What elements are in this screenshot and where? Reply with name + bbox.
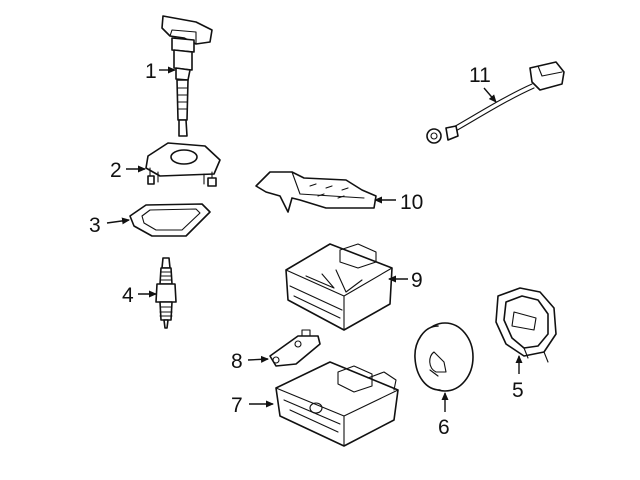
ecm-part xyxy=(285,243,393,331)
coil-cover-part xyxy=(145,142,221,187)
leader-11 xyxy=(483,87,497,103)
callout-7: 7 xyxy=(231,394,243,417)
ignition-coil-part xyxy=(161,15,213,137)
bracket-part xyxy=(269,329,321,367)
leader-arrows xyxy=(106,66,523,412)
gasket-part xyxy=(129,203,211,237)
callout-1: 1 xyxy=(145,60,157,83)
callout-8: 8 xyxy=(231,350,243,373)
control-module-housing-part xyxy=(275,361,399,447)
knock-sensor-part xyxy=(426,61,565,144)
leader-3 xyxy=(106,217,130,225)
callout-2: 2 xyxy=(110,159,122,182)
callout-4: 4 xyxy=(122,284,134,307)
cover-plate-part xyxy=(255,171,377,213)
callout-labels: 1 2 3 4 5 6 7 8 9 10 11 xyxy=(89,60,524,439)
callout-10: 10 xyxy=(400,191,423,214)
callout-6: 6 xyxy=(438,416,450,439)
round-module-part xyxy=(414,322,474,392)
leader-8 xyxy=(247,355,269,363)
callout-9: 9 xyxy=(411,269,423,292)
spark-plug-part xyxy=(155,257,177,329)
callout-5: 5 xyxy=(512,379,524,402)
callout-11: 11 xyxy=(469,64,491,87)
callout-3: 3 xyxy=(89,214,101,237)
mounting-ring-part xyxy=(495,287,557,363)
